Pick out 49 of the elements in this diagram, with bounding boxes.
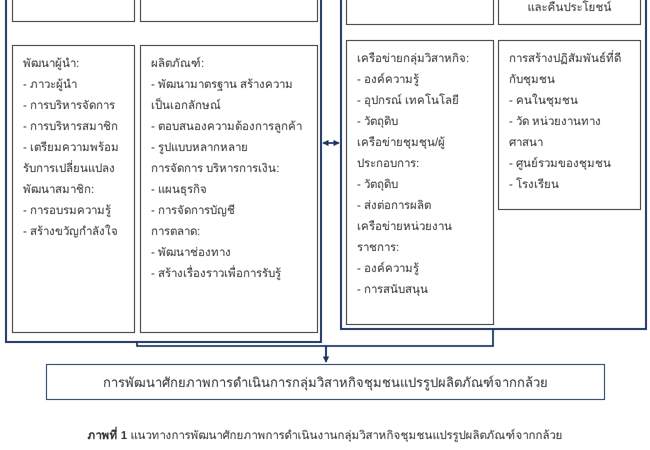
group-box xyxy=(340,0,647,330)
box-text: - การอบรมความรู้ xyxy=(23,204,112,219)
box-text: การพัฒนาศักยภาพการดำเนินการกลุ่มวิสาหกิจชุมชนแปรรูปผลิตภัณฑ์จากกล้วย xyxy=(103,374,548,392)
result-box xyxy=(46,364,605,400)
content-box xyxy=(346,40,494,325)
box-text: - สร้างขวัญกำลังใจ xyxy=(23,224,120,240)
content-box xyxy=(12,45,135,333)
box-text: เครือข่ายกลุ่มวิสาหกิจ: xyxy=(357,51,470,67)
content-box xyxy=(140,0,318,22)
figure-caption: ภาพที่ 1 แนวทางการพัฒนาศักยภาพการดำเนินงานกลุ่มวิสาหกิจชุมชนแปรรูปผลิตภัณฑ์จากกล้วย xyxy=(0,426,650,444)
box-text: - พัฒนามาตรฐาน สร้างความเป็นเอกลักษณ์ xyxy=(151,78,294,114)
box-text: - แผนธุรกิจ xyxy=(151,182,208,198)
box-text: - ศูนย์รวมของชุมชน xyxy=(509,156,612,172)
box-text: - สร้างเรื่องราวเพื่อการรับรู้ xyxy=(151,264,307,285)
box-text: - โรงเรียน xyxy=(509,176,560,193)
box-text: - พัฒนาช่องทาง xyxy=(151,246,232,261)
box-text: - วัด หน่วยงานทางศาสนา xyxy=(509,115,602,151)
box-text: การจัดการ บริหารการเงิน: xyxy=(151,162,280,177)
box-text: ผลิตภัณฑ์: xyxy=(151,56,206,72)
box-text: - ภาวะผู้นำ xyxy=(23,78,78,93)
content-box xyxy=(498,40,641,210)
box-text: พัฒนาสมาชิก: xyxy=(23,182,96,198)
content-box xyxy=(346,0,494,25)
box-text: - วัตถุดิบ xyxy=(357,178,400,193)
box-text: - องค์ความรู้ xyxy=(357,260,420,277)
box-text: - การจัดการบัญชี xyxy=(151,203,236,219)
box-text: - ส่งต่อการผลิต xyxy=(357,198,432,214)
content-box xyxy=(12,0,135,22)
box-text: และคืนประโยชน์ xyxy=(528,0,612,16)
content-box xyxy=(498,0,641,25)
box-text: - รูปแบบหลากหลาย xyxy=(151,141,250,156)
box-text: - วัตถุดิบ xyxy=(357,114,400,130)
box-text: เครือข่ายหน่วยงานราชการ: xyxy=(357,219,453,256)
box-text: พัฒนาผู้นำ: xyxy=(23,56,80,72)
box-text: - องค์ความรู้ xyxy=(357,72,420,88)
content-box xyxy=(140,45,318,333)
box-text: การตลาด: xyxy=(151,225,202,240)
box-text: - การบริหารจัดการ xyxy=(23,98,116,114)
box-text: - การบริหารสมาชิก xyxy=(23,120,120,135)
box-text: - อุปกรณ์ เทคโนโลยี xyxy=(357,92,460,109)
box-text: การสร้างปฏิสัมพันธ์ที่ดีกับชุมชน xyxy=(509,49,630,91)
box-text: เครือข่ายชุมชุน/ผู้ประกอบการ: xyxy=(357,135,446,172)
box-text: - เตรียมความพร้อมรับการเปลี่ยนแปลง xyxy=(23,140,120,177)
box-text: - การสนับสนุน xyxy=(357,283,430,298)
box-text: - คนในชุมชน xyxy=(509,92,580,109)
arrow xyxy=(322,140,340,146)
arrow xyxy=(322,330,494,363)
group-box xyxy=(5,0,322,343)
box-text: - ตอบสนองความต้องการลูกค้า xyxy=(151,120,304,135)
